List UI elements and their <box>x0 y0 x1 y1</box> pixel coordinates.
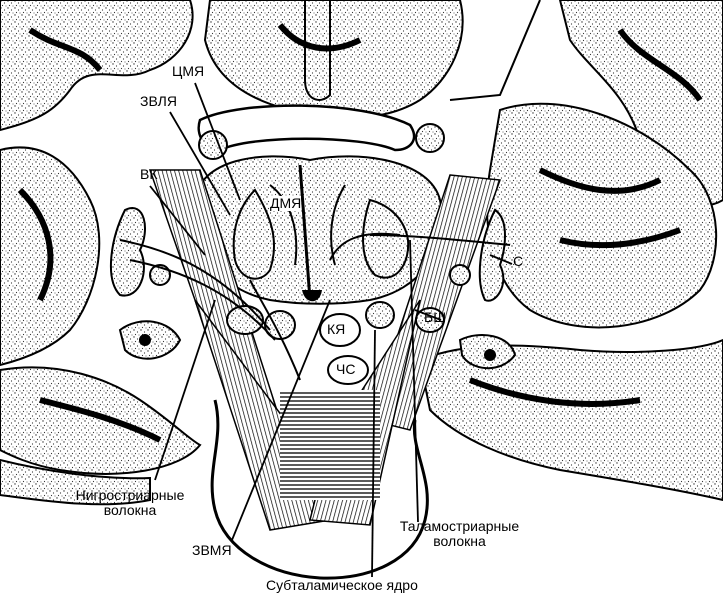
label-subthalamic-nucleus: Субталамическое ядро <box>266 578 418 593</box>
label-vk: ВК <box>140 167 158 182</box>
label-zvlya: ЗВЛЯ <box>140 94 177 109</box>
label-bsh: БШ <box>424 310 446 325</box>
label-thalamostriatal-fibers: Таламостриарные волокна <box>372 519 547 550</box>
label-thalamostriatal-line1: Таламостриарные <box>372 519 547 534</box>
label-nigrostriatal-fibers: Нигростриарные волокна <box>30 488 230 519</box>
label-nigrostriatal-line2: волокна <box>30 503 230 518</box>
label-c: С <box>513 254 523 269</box>
label-nigrostriatal-line1: Нигростриарные <box>30 488 230 503</box>
label-dmya: ДМЯ <box>270 196 301 211</box>
label-cmya: ЦМЯ <box>172 64 204 79</box>
label-thalamostriatal-line2: волокна <box>372 534 547 549</box>
label-zvmya: ЗВМЯ <box>192 543 232 558</box>
label-kya: КЯ <box>327 322 345 337</box>
label-chs: ЧС <box>336 362 355 377</box>
